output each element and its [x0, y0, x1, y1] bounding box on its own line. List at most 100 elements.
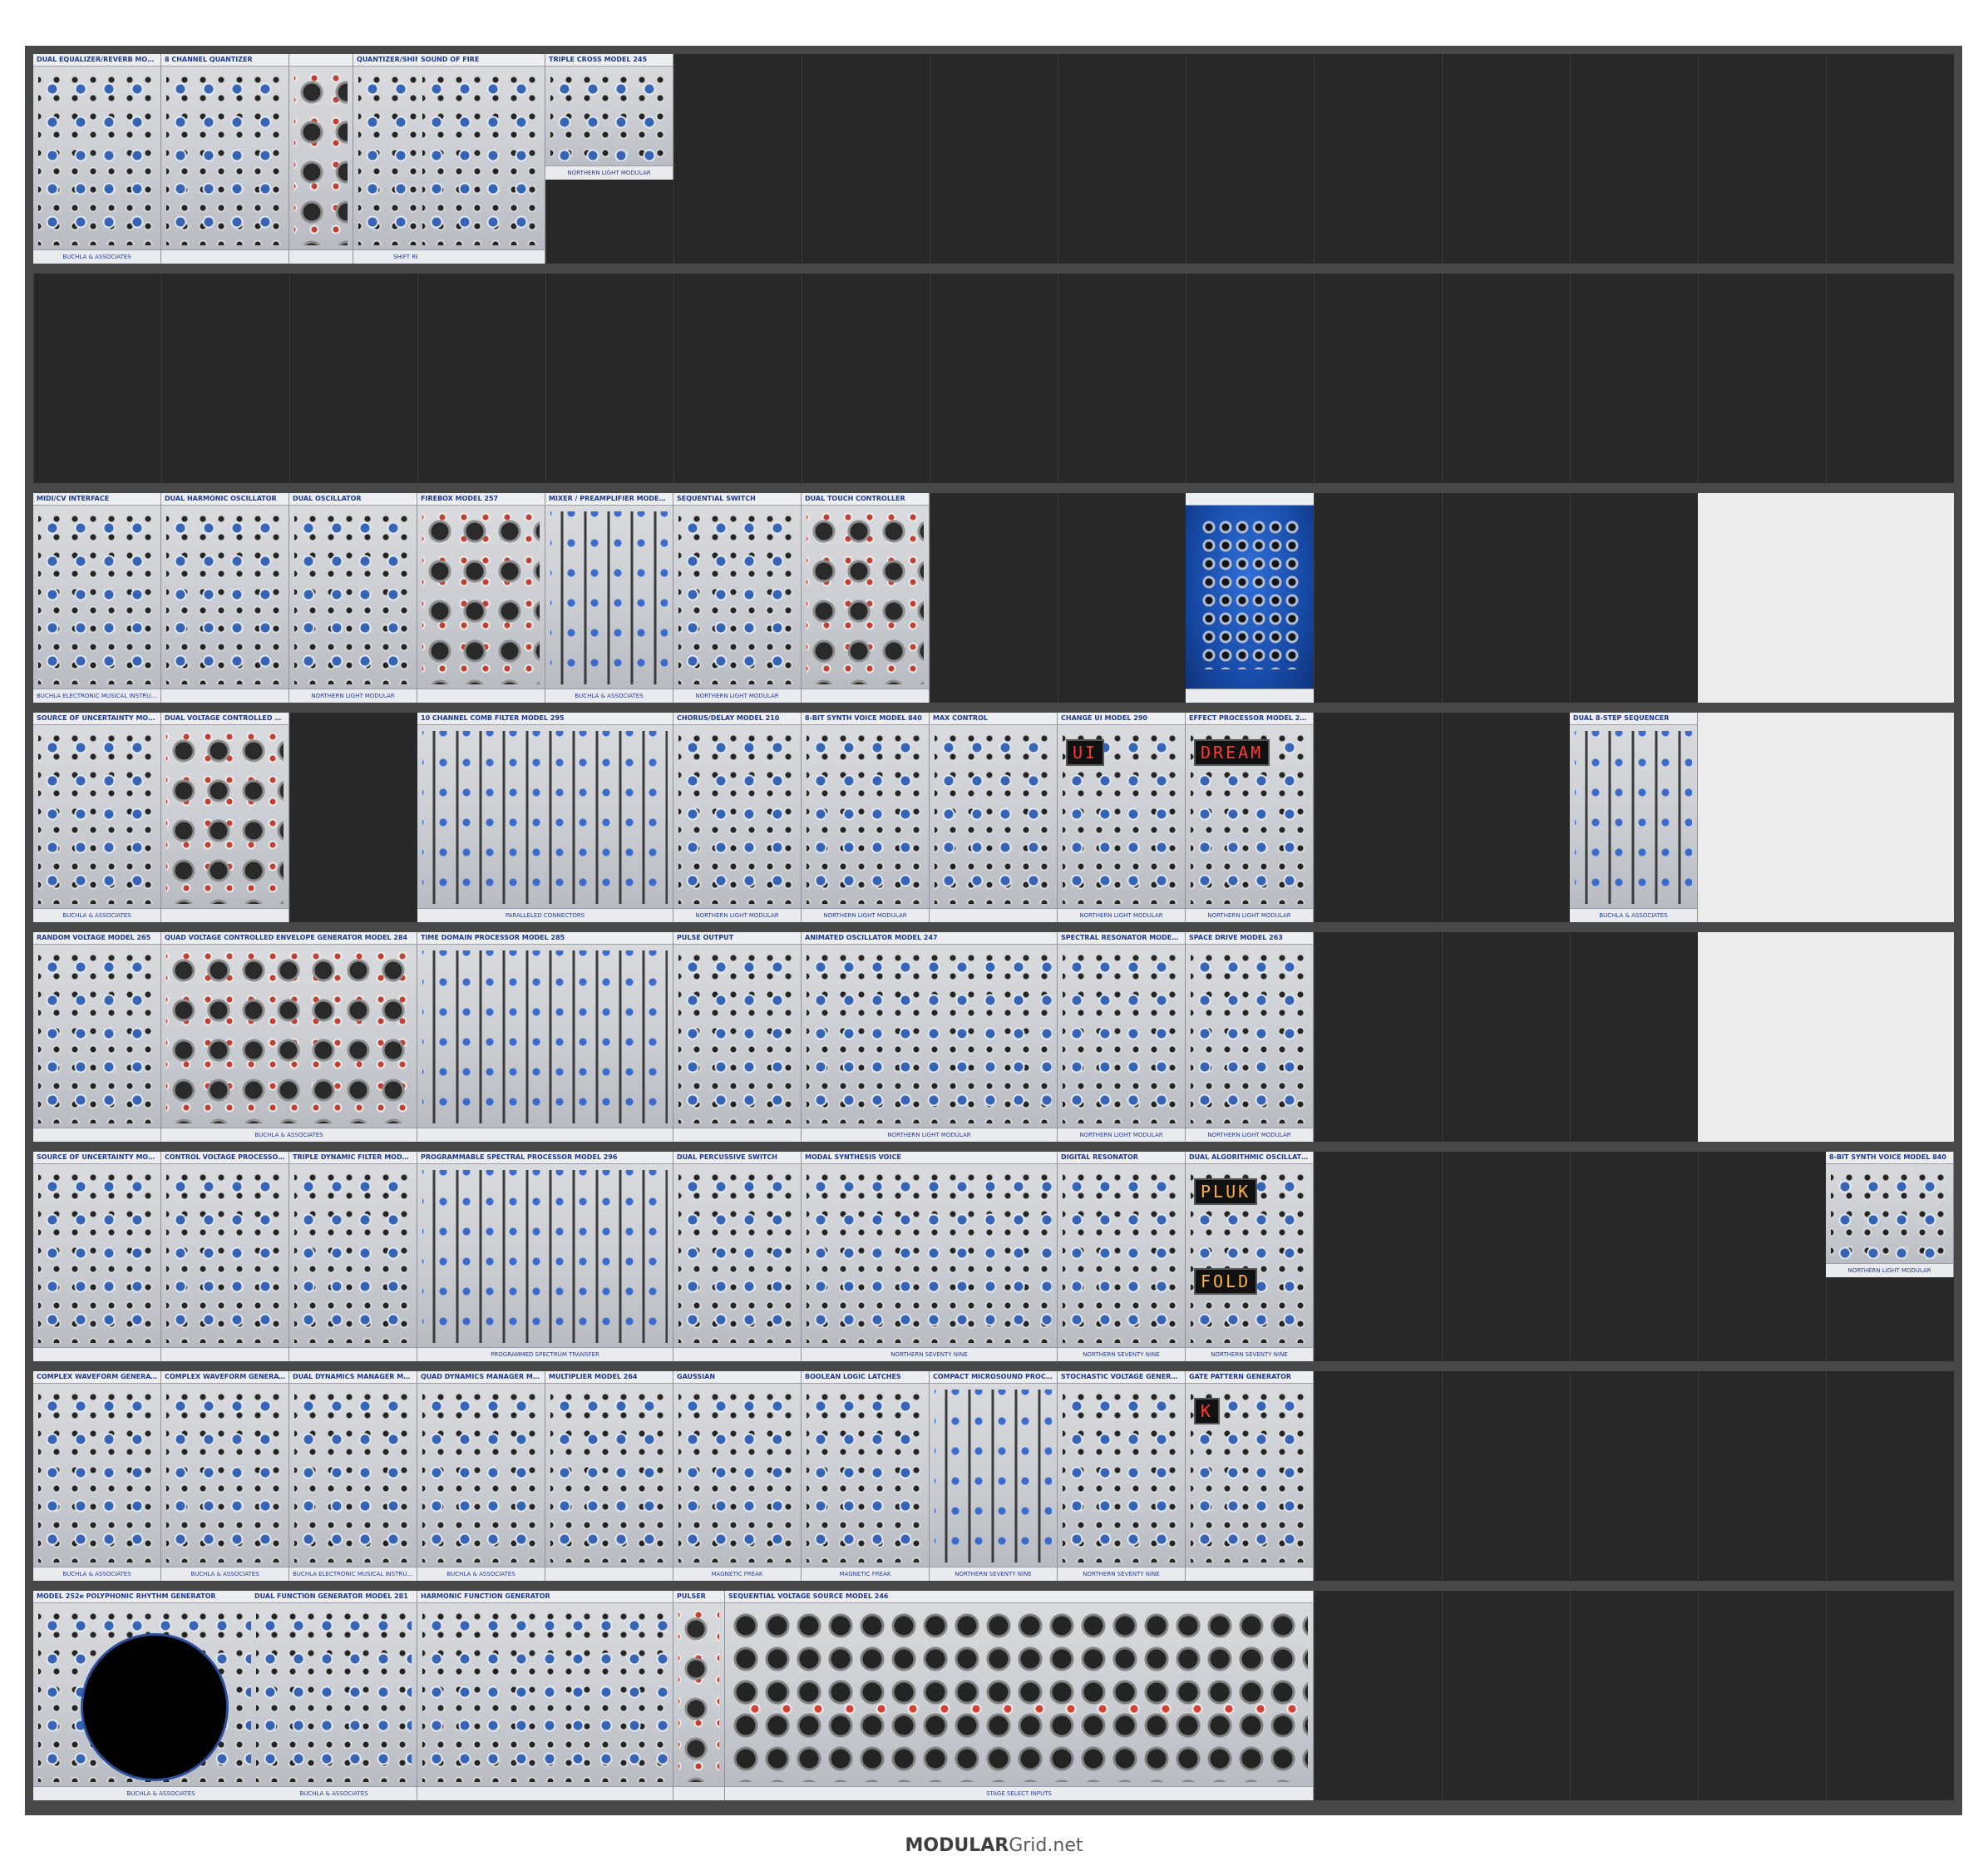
- empty-slot[interactable]: [1442, 274, 1570, 483]
- empty-slot[interactable]: [545, 274, 673, 483]
- module-controls[interactable]: [422, 1170, 668, 1343]
- module-controls[interactable]: [678, 1390, 796, 1562]
- module-controls[interactable]: [678, 1609, 719, 1782]
- module-panel[interactable]: TIME DOMAIN PROCESSOR MODEL 285: [417, 932, 673, 1142]
- module-panel[interactable]: DUAL EQUALIZER/REVERB MODEL 276BUCHLA & …: [33, 54, 161, 264]
- module-controls[interactable]: [935, 731, 1052, 904]
- empty-slot[interactable]: [33, 274, 161, 483]
- empty-slot[interactable]: [1058, 493, 1186, 703]
- empty-slot[interactable]: [1186, 54, 1314, 264]
- module-panel[interactable]: [289, 54, 353, 264]
- module-controls[interactable]: [294, 1170, 412, 1343]
- empty-slot[interactable]: [1698, 274, 1826, 483]
- empty-slot[interactable]: [1186, 274, 1314, 483]
- module-panel[interactable]: 8 CHANNEL QUANTIZER: [161, 54, 289, 264]
- module-panel[interactable]: CONTROL VOLTAGE PROCESSOR MODEL 257: [161, 1152, 289, 1361]
- empty-slot[interactable]: [1442, 1152, 1570, 1361]
- module-controls[interactable]: [166, 731, 284, 904]
- module-controls[interactable]: [935, 1390, 1052, 1562]
- module-controls[interactable]: [678, 950, 796, 1123]
- module-controls[interactable]: [422, 1609, 668, 1782]
- module-controls[interactable]: [550, 1390, 668, 1562]
- empty-slot[interactable]: [1570, 274, 1698, 483]
- empty-slot[interactable]: [1442, 493, 1570, 703]
- empty-slot[interactable]: [1570, 493, 1698, 703]
- module-controls[interactable]: [166, 1170, 284, 1343]
- module-panel[interactable]: COMPLEX WAVEFORM GENERATOR MODEL 259EBUC…: [161, 1371, 289, 1581]
- empty-slot[interactable]: [1058, 274, 1186, 483]
- empty-slot[interactable]: [1570, 1591, 1698, 1800]
- rhythm-wheel-display[interactable]: [83, 1636, 226, 1779]
- module-controls[interactable]: [422, 731, 668, 904]
- module-panel[interactable]: HARMONIC FUNCTION GENERATOR: [417, 1591, 673, 1800]
- empty-slot[interactable]: [1314, 932, 1442, 1142]
- module-controls[interactable]: [1201, 518, 1299, 669]
- empty-slot[interactable]: [1826, 1371, 1954, 1581]
- module-panel[interactable]: SOUND OF FIRE: [417, 54, 545, 264]
- module-panel[interactable]: DUAL VOLTAGE CONTROLLED FILTER MODEL 291: [161, 713, 289, 922]
- module-panel[interactable]: QUAD DYNAMICS MANAGER MODEL 292BUCHLA & …: [417, 1371, 545, 1581]
- module-panel[interactable]: [1698, 713, 1954, 922]
- module-controls[interactable]: [1063, 1170, 1180, 1343]
- module-panel[interactable]: TRIPLE DYNAMIC FILTER MODEL 291: [289, 1152, 417, 1361]
- empty-slot[interactable]: [289, 713, 417, 922]
- module-controls[interactable]: [422, 511, 540, 684]
- module-controls[interactable]: [166, 1390, 284, 1562]
- module-controls[interactable]: [166, 511, 284, 684]
- module-controls[interactable]: [38, 511, 155, 684]
- empty-slot[interactable]: [1570, 932, 1698, 1142]
- module-controls[interactable]: [1191, 950, 1308, 1123]
- module-controls[interactable]: [294, 511, 412, 684]
- empty-slot[interactable]: [289, 274, 417, 483]
- empty-slot[interactable]: [1826, 274, 1954, 483]
- module-controls[interactable]: [730, 1609, 1308, 1782]
- empty-slot[interactable]: [930, 274, 1058, 483]
- empty-slot[interactable]: [1058, 54, 1186, 264]
- empty-slot[interactable]: [1698, 1371, 1826, 1581]
- module-panel[interactable]: QUAD VOLTAGE CONTROLLED ENVELOPE GENERAT…: [161, 932, 417, 1142]
- module-controls[interactable]: [38, 731, 155, 904]
- module-controls[interactable]: [1063, 1390, 1180, 1562]
- module-controls[interactable]: [807, 950, 1052, 1123]
- empty-slot[interactable]: [1442, 54, 1570, 264]
- empty-slot[interactable]: [161, 274, 289, 483]
- module-controls[interactable]: [294, 72, 348, 245]
- module-controls[interactable]: [678, 511, 796, 684]
- module-panel[interactable]: SOURCE OF UNCERTAINTY MODEL 266: [33, 1152, 161, 1361]
- empty-slot[interactable]: [417, 274, 545, 483]
- module-controls[interactable]: [678, 731, 796, 904]
- module-controls[interactable]: [422, 72, 540, 245]
- module-panel[interactable]: PULSE OUTPUT: [673, 932, 802, 1142]
- empty-slot[interactable]: [1314, 1371, 1442, 1581]
- empty-slot[interactable]: [930, 54, 1058, 264]
- module-controls[interactable]: [678, 1170, 796, 1343]
- module-controls[interactable]: [294, 1390, 412, 1562]
- empty-slot[interactable]: [1570, 1371, 1698, 1581]
- module-controls[interactable]: [38, 72, 155, 245]
- module-controls[interactable]: [422, 1390, 540, 1562]
- module-panel[interactable]: DUAL PERCUSSIVE SWITCH: [673, 1152, 802, 1361]
- empty-slot[interactable]: [1442, 713, 1570, 922]
- empty-slot[interactable]: [1314, 713, 1442, 922]
- module-controls[interactable]: [166, 72, 284, 245]
- module-controls[interactable]: [422, 950, 668, 1123]
- empty-slot[interactable]: [1826, 54, 1954, 264]
- empty-slot[interactable]: [1314, 1591, 1442, 1800]
- module-panel[interactable]: PULSER: [673, 1591, 725, 1800]
- module-panel[interactable]: DUAL DYNAMICS MANAGER MODEL 292BUCHLA EL…: [289, 1371, 417, 1581]
- empty-slot[interactable]: [1314, 1152, 1442, 1361]
- module-panel[interactable]: PROGRAMMABLE SPECTRAL PROCESSOR MODEL 29…: [417, 1152, 673, 1361]
